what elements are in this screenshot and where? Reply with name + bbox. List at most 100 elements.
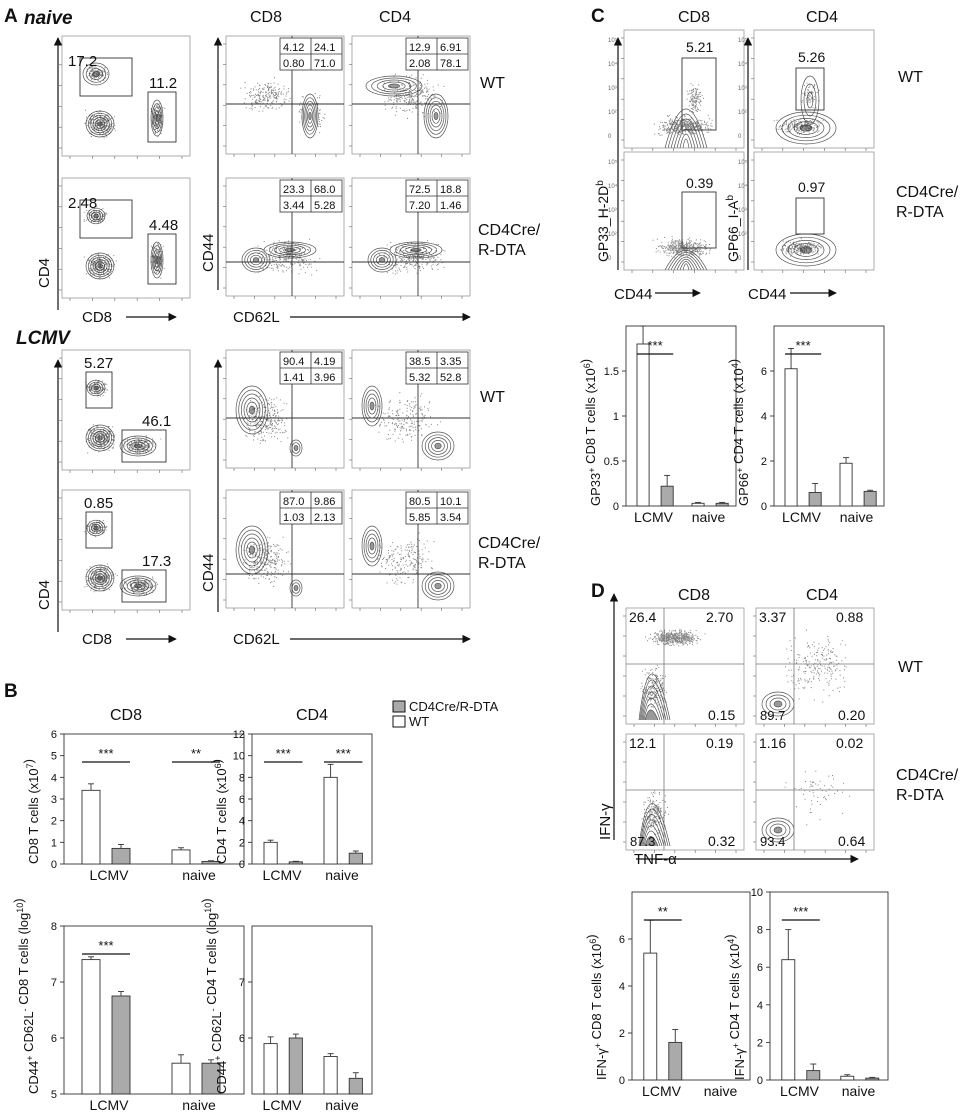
d-col-cd4: CD4 (806, 587, 838, 604)
bar-wt-lcmv (81, 959, 101, 1095)
gate-cd4-value: 2.48 (68, 195, 97, 212)
event-dots (785, 629, 847, 703)
gate-cd8-value: 4.48 (149, 217, 178, 234)
c-x-cd44-1: CD44 (614, 286, 652, 303)
y-tick-label: 10⁵ (738, 159, 748, 166)
cd4-gate (79, 57, 133, 97)
density-contour (642, 825, 663, 847)
event-dots (83, 253, 117, 279)
y-tick-label: 3 (51, 794, 57, 806)
a-col-cd4: CD4 (379, 9, 411, 26)
y-tick-label: 10² (608, 232, 617, 238)
density-contour (644, 836, 659, 847)
y-tick-label: 1 (51, 837, 57, 849)
y-tick-label: 10⁴ (608, 183, 618, 190)
bar-wt-naive (839, 462, 853, 507)
event-dots (84, 563, 118, 593)
y-tick-label: 0 (738, 134, 742, 140)
density-contour (803, 83, 817, 117)
bar-wt-naive (171, 849, 191, 865)
x-category-label: naive (704, 1083, 738, 1099)
quadrant-ul-value: 87.0 (283, 496, 304, 508)
y-tick-label: 2 (619, 1028, 625, 1040)
c-row1-label: WT (898, 69, 923, 86)
y-tick-label: 12 (233, 729, 245, 741)
density-contour (388, 83, 400, 89)
bar-cdcrerdta-naive (863, 490, 877, 507)
b-title-cd4: CD4 (296, 707, 328, 724)
a-axis-cd62l-lcmv: CD62L (233, 631, 280, 648)
y-tick-label: 6 (239, 1033, 245, 1045)
y-tick-label: 10⁵ (608, 159, 618, 166)
quadrant-ul-value: 80.5 (409, 496, 430, 508)
y-axis-label: IFN-γ+ CD4 T cells (x104) (722, 934, 747, 1080)
density-contour (248, 405, 256, 415)
quadrant-lr-value: 3.96 (314, 372, 335, 384)
y-tick-label: 6 (239, 794, 245, 806)
gate-value: 5.21 (686, 39, 713, 55)
x-category-label: LCMV (782, 509, 822, 525)
quadrant-ur-value: 24.1 (314, 42, 335, 54)
cd8-gate (147, 233, 177, 285)
event-dots (375, 240, 446, 275)
event-dots (83, 206, 108, 223)
density-contour (638, 803, 671, 847)
gate-value: 0.97 (798, 179, 825, 195)
density-contour (434, 442, 442, 450)
bar-cdcrerdta-lcmv (111, 847, 131, 865)
density-contour (673, 256, 699, 271)
x-category-label: naive (182, 1097, 216, 1113)
y-tick-label: 10³ (738, 86, 747, 92)
y-tick-label: 0.5 (604, 456, 619, 468)
quadrant-ur-value: 3.35 (440, 356, 461, 368)
y-tick-label: 0 (608, 134, 612, 140)
y-tick-label: 0 (613, 501, 619, 513)
a-axis-cd4-lcmv: CD4 (36, 580, 53, 610)
density-contour (664, 108, 708, 149)
panel-label-b: B (4, 681, 18, 702)
a-naive-header: naive (24, 8, 73, 29)
bar-wt-naive (323, 1056, 338, 1095)
density-contour (773, 700, 783, 708)
a-axis-cd8-naive: CD8 (82, 309, 112, 326)
plot-frame (623, 29, 745, 149)
x-category-label: LCMV (263, 867, 303, 883)
cd4-gate (79, 199, 133, 239)
b-legend: CD4Cre/R-DTA WT (392, 699, 499, 729)
y-tick-label: 6 (51, 1033, 57, 1045)
x-category-label: LCMV (90, 867, 130, 883)
quadrant-ul-value: 90.4 (283, 356, 304, 368)
density-contour (667, 252, 705, 271)
density-contour (787, 118, 825, 138)
density-contour (369, 401, 375, 411)
density-contour (434, 582, 442, 590)
density-contour (769, 697, 787, 711)
y-axis-label: CD44+ CD62L- CD8 T cells (log10) (11, 898, 41, 1094)
y-tick-label: 5 (51, 1089, 57, 1101)
quadrant-ll-value: 7.20 (409, 200, 430, 212)
y-tick-label: 8 (757, 925, 763, 937)
density-contour (676, 258, 696, 271)
a-row2-label-a: CD4Cre/ (478, 222, 541, 239)
plot-frame (625, 733, 745, 851)
density-contour (293, 584, 299, 592)
quadrant-lr-value: 2.13 (314, 512, 335, 524)
y-tick-label: 10 (233, 751, 245, 763)
a-row4-label-b: R-DTA (478, 555, 526, 572)
